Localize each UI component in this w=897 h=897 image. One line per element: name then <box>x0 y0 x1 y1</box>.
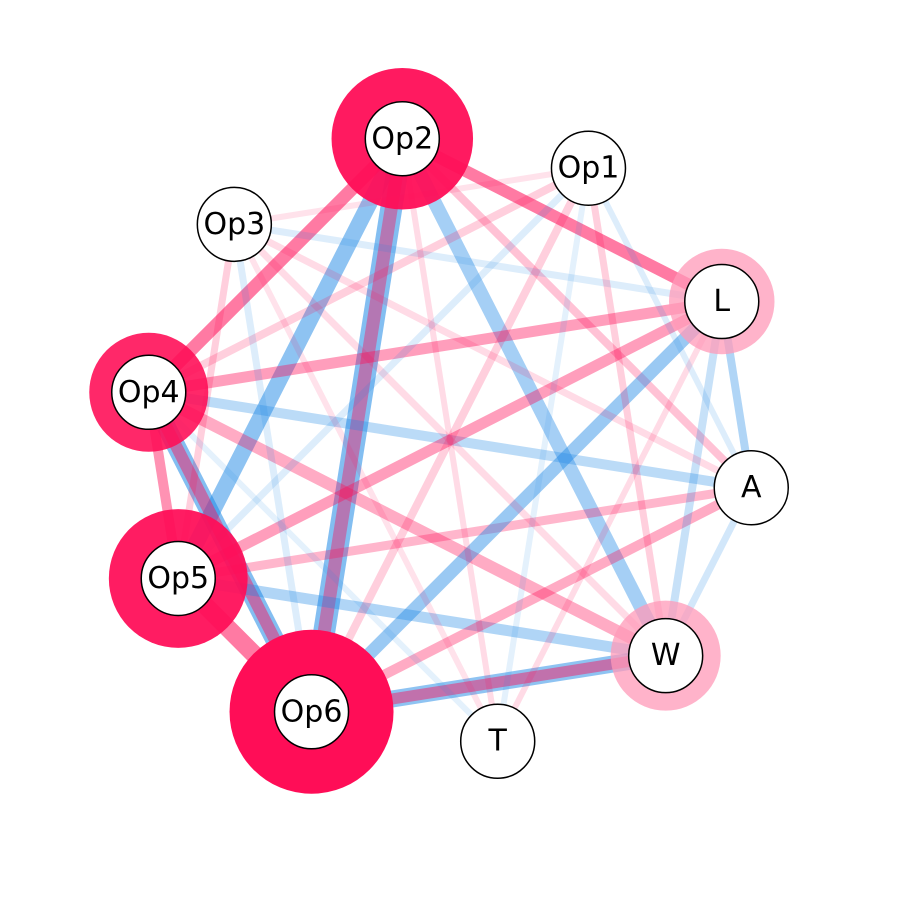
node-circle <box>364 101 441 177</box>
edge-op6-a <box>309 483 754 717</box>
node-op2: Op2 <box>364 101 441 177</box>
edge-op4-a <box>147 387 753 493</box>
node-label: Op5 <box>147 561 209 596</box>
node-label: Op4 <box>118 375 180 410</box>
node-op4: Op4 <box>111 354 187 431</box>
node-label: T <box>488 724 508 759</box>
edge-op4-t <box>146 390 500 744</box>
edge-op6-op1 <box>307 166 593 714</box>
edge-op6-l <box>306 296 727 717</box>
edge-l-t <box>495 300 725 743</box>
node-circle <box>713 449 789 526</box>
node-t: T <box>459 703 536 779</box>
node-label: W <box>651 638 681 673</box>
edge-a-op3 <box>232 221 753 491</box>
edge-a-op1 <box>585 166 754 490</box>
node-label: Op3 <box>203 207 265 242</box>
edge-op4-l <box>147 296 723 398</box>
node-circle <box>196 186 273 263</box>
node-circle <box>140 540 216 617</box>
edge-op5-a <box>177 483 752 583</box>
edge-op5-op1 <box>175 165 591 581</box>
node-label: Op1 <box>558 151 620 186</box>
edge-w-op1 <box>585 167 670 657</box>
node-label: Op6 <box>281 694 343 729</box>
edge-l-op3 <box>233 220 723 305</box>
node-op5: Op5 <box>140 540 216 617</box>
node-circle <box>111 354 187 431</box>
node-circle <box>273 674 350 750</box>
node-circle <box>550 130 627 206</box>
edge-op4-op1 <box>146 164 591 396</box>
node-label: A <box>741 470 762 505</box>
edge-op2-a <box>399 135 755 491</box>
node-a: A <box>713 449 789 526</box>
edge-op2-op6 <box>305 137 409 713</box>
edge-op5-l <box>175 296 725 584</box>
node-op3: Op3 <box>196 186 273 263</box>
edge-l-w <box>661 300 726 657</box>
node-op6: Op6 <box>273 674 350 750</box>
node-circle <box>627 617 704 694</box>
node-l: L <box>684 263 760 340</box>
node-w: W <box>627 617 704 694</box>
edge-op6-op3 <box>230 223 315 713</box>
edge-op2-t <box>399 138 501 742</box>
edge-op3-t <box>231 222 501 743</box>
edge-op2-op6 <box>300 137 414 714</box>
edge-op5-w <box>177 573 667 662</box>
node-circle <box>459 703 536 779</box>
edge-op4-w <box>146 386 669 662</box>
edge-w-op3 <box>231 221 669 659</box>
node-circle <box>684 263 760 340</box>
node-op1: Op1 <box>550 130 627 206</box>
edge-op2-w <box>396 135 672 659</box>
edge-op1-t <box>494 167 592 742</box>
node-label: Op2 <box>371 121 433 156</box>
node-label: L <box>713 284 730 319</box>
